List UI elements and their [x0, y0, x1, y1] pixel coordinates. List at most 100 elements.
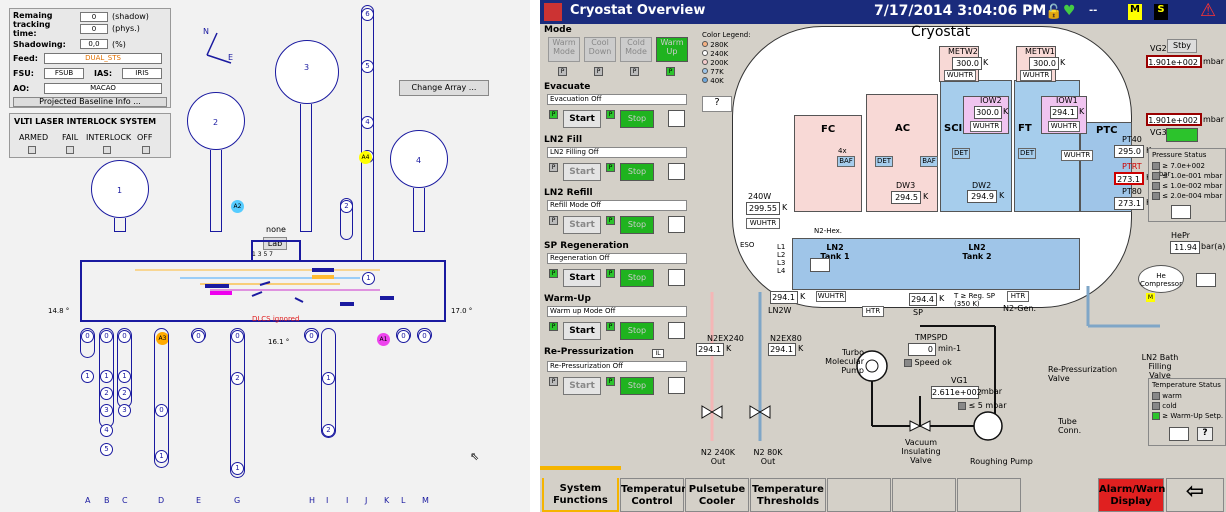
telescope-4[interactable]: 4: [390, 130, 448, 188]
tmpspd-value: 0: [908, 343, 936, 356]
iow2-wuhtr: WUHTR: [970, 121, 1002, 132]
ln2-refill-stop-button[interactable]: Stop: [620, 216, 654, 234]
rail-j: [361, 5, 374, 285]
dw2-value: 294.9: [967, 190, 997, 203]
warm-up-button[interactable]: Warm Up: [656, 37, 688, 62]
warm-up-p-stop: P: [606, 322, 615, 331]
speed-ok-label: Speed ok: [904, 358, 952, 367]
temp-help-icon[interactable]: ?: [1197, 427, 1213, 441]
tab-empty-1[interactable]: [827, 478, 891, 512]
warm-up-section: Warm-Up Warm up Mode Off P Start P Stop: [544, 294, 688, 344]
interlock-fail: FAIL: [62, 133, 79, 142]
repressurization-status: Re-Pressurization Off: [547, 361, 687, 372]
cold-mode-button[interactable]: Cold Mode: [620, 37, 652, 62]
cool-down-button[interactable]: Cool Down: [584, 37, 616, 62]
tab-pulsetube-cooler[interactable]: Pulsetube Cooler: [685, 478, 749, 512]
repressurization-section: Re-Pressurization IL Re-Pressurization O…: [544, 347, 688, 397]
change-array-button[interactable]: Change Array ...: [399, 80, 489, 96]
track-a4[interactable]: A4: [359, 151, 372, 164]
track-a1[interactable]: A1: [377, 333, 390, 346]
he-compressor[interactable]: He Compressor: [1138, 265, 1184, 293]
tab-empty-3[interactable]: [957, 478, 1021, 512]
temp-trend-icon[interactable]: [1169, 427, 1189, 441]
station-b0: 0: [100, 330, 113, 343]
station-l0: 0: [397, 330, 410, 343]
sp-regen-stop-button[interactable]: Stop: [620, 269, 654, 287]
n2hex-label: N2-Hex.: [814, 227, 843, 235]
hepr-label: HePr: [1171, 231, 1190, 240]
off-led: [142, 146, 150, 154]
evacuate-diagram-icon[interactable]: [668, 110, 685, 127]
repress-diagram-icon[interactable]: [668, 377, 685, 394]
tab-temperature-thresholds[interactable]: Temperature Thresholds: [750, 478, 826, 512]
ln2-refill-start-button[interactable]: Start: [563, 216, 601, 234]
pt40-value: 295.0: [1114, 145, 1144, 158]
metw1-label: METW1: [1025, 47, 1055, 56]
track-a2[interactable]: A2: [231, 200, 244, 213]
temp-status-warmup: ≥ Warm-Up Setp.: [1152, 412, 1223, 420]
warm-up-stop-button[interactable]: Stop: [620, 322, 654, 340]
ln2-fill-stop-button[interactable]: Stop: [620, 163, 654, 181]
armed-led: [28, 146, 36, 154]
metw2-label: METW2: [948, 47, 978, 56]
standby-button[interactable]: Stby: [1167, 39, 1197, 53]
station-c3: 3: [118, 404, 131, 417]
telescope-3-rail: [300, 104, 312, 232]
sp-regen-start-button[interactable]: Start: [563, 269, 601, 287]
240w-value: 299.55: [746, 202, 780, 215]
ptc-wuhtr: WUHTR: [1061, 150, 1093, 161]
evacuate-stop-button[interactable]: Stop: [620, 110, 654, 128]
axis-l: L: [401, 496, 406, 505]
pressure-status-title: Pressure Status: [1152, 151, 1207, 159]
remaining-phys-value: 0: [80, 24, 108, 34]
he-trend-icon[interactable]: [1196, 273, 1216, 287]
projected-baseline-button[interactable]: Projected Baseline Info ...: [13, 97, 167, 107]
tube-conn-label: Tube Conn.: [1058, 417, 1082, 435]
back-arrow-button[interactable]: ⇦: [1166, 478, 1224, 512]
warm-mode-button[interactable]: Warm Mode: [548, 37, 580, 62]
bottom-angle: 16.1 °: [268, 338, 290, 346]
ln2-fill-diagram-icon[interactable]: [668, 163, 685, 180]
evacuate-status: Evacuation Off: [547, 94, 687, 105]
n2ex80-unit: K: [798, 344, 804, 353]
pressure-trend-icon[interactable]: [1171, 205, 1191, 219]
ft-det: DET: [1018, 148, 1036, 159]
warm-up-start-button[interactable]: Start: [563, 322, 601, 340]
telescope-3[interactable]: 3: [275, 40, 339, 104]
rail-a: [80, 328, 95, 358]
tab-temperature-control[interactable]: Temperature Control: [620, 478, 693, 512]
repress-start-button[interactable]: Start: [563, 377, 601, 395]
ln2-fill-start-button[interactable]: Start: [563, 163, 601, 181]
header-status-dashes: --: [1089, 5, 1098, 16]
unlock-icon[interactable]: 🔓: [1045, 4, 1063, 20]
interlock-led: [103, 146, 111, 154]
telescope-2[interactable]: 2: [187, 92, 245, 150]
station-j1: 1: [362, 272, 375, 285]
tab-alarm-warn-display[interactable]: Alarm/Warn Display: [1098, 478, 1165, 512]
warm-up-diagram-icon[interactable]: [668, 322, 685, 339]
tab-empty-2[interactable]: [892, 478, 956, 512]
lab-numbers: 1 3 5 7: [252, 251, 273, 258]
evacuate-start-button[interactable]: Start: [563, 110, 601, 128]
mode-section: Mode Warm Mode Cool Down Cold Mode Warm …: [544, 25, 688, 80]
repress-stop-button[interactable]: Stop: [620, 377, 654, 395]
header-m-badge: M: [1128, 4, 1142, 20]
tracking-info-box: Remaing tracking time: 0 (shadow) 0 (phy…: [9, 8, 171, 108]
tab-system-functions[interactable]: System Functions: [542, 478, 619, 512]
hepr-value: 11.94: [1170, 241, 1200, 254]
dw3-unit: K: [923, 192, 929, 201]
sp-regen-diagram-icon[interactable]: [668, 269, 685, 286]
warning-icon[interactable]: ⚠: [1200, 0, 1217, 21]
mode-title: Mode: [544, 25, 572, 35]
vg1-unit: mbar: [981, 387, 1003, 396]
telescope-1[interactable]: 1: [91, 160, 149, 218]
tmpspd-label: TMPSPD: [915, 333, 948, 342]
ln2-refill-diagram-icon[interactable]: [668, 216, 685, 233]
dlcs-ignored-label: DLCS ignored: [252, 315, 300, 323]
ln2-refill-p-start: P: [549, 216, 558, 225]
repress-p-start: P: [549, 377, 558, 386]
help-icon[interactable]: ?: [702, 96, 732, 112]
tank-trend-icon[interactable]: [810, 258, 830, 272]
fsu-label: FSU:: [13, 69, 34, 78]
pt40-label: PT40: [1122, 135, 1142, 144]
